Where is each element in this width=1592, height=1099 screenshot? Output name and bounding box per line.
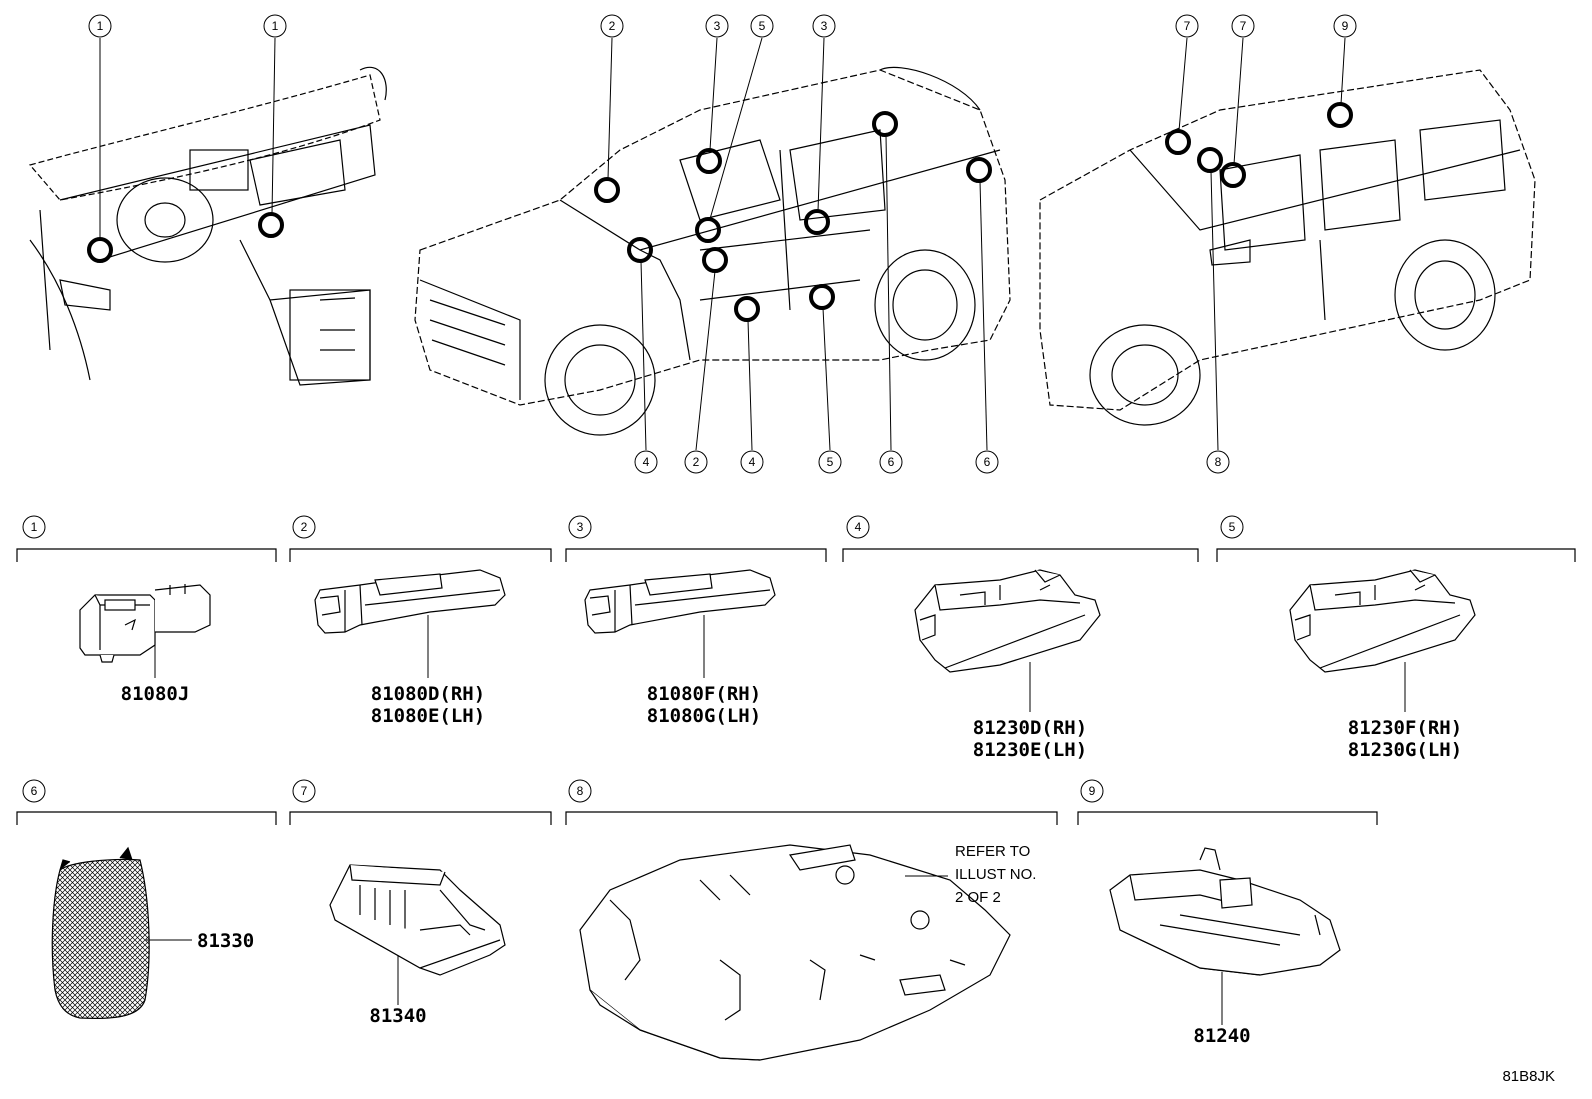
section-header-2: 2 bbox=[289, 515, 552, 562]
section-headers: 1 2 3 4 5 6 7 8 9 bbox=[16, 515, 1576, 825]
part-1-connector bbox=[79, 584, 211, 663]
overview-callout: 3 bbox=[812, 14, 836, 38]
location-markers bbox=[87, 102, 1353, 322]
part-4-courtesy-lamp bbox=[914, 569, 1101, 673]
overview-callout: 7 bbox=[1231, 14, 1255, 38]
section-number: 3 bbox=[577, 520, 584, 534]
overview-callout-number: 3 bbox=[821, 19, 828, 33]
overview-callout-number: 2 bbox=[693, 455, 700, 469]
overview-callout-number: 6 bbox=[984, 455, 991, 469]
overview-callout-number: 6 bbox=[888, 455, 895, 469]
overview-callout: 5 bbox=[750, 14, 774, 38]
refer-note-line: ILLUST NO. bbox=[955, 866, 1036, 883]
part-number-label: 81230F(RH) bbox=[1348, 717, 1462, 739]
overview-callout-number: 4 bbox=[749, 455, 756, 469]
overview-callout: 2 bbox=[600, 14, 624, 38]
part-number-label: 81230E(LH) bbox=[973, 739, 1087, 761]
refer-note-line: 2 OF 2 bbox=[955, 889, 1001, 906]
section-header-7: 7 bbox=[289, 779, 552, 825]
part-9-room-lamp bbox=[1109, 847, 1341, 976]
illustration-code: 81B8JK bbox=[1502, 1068, 1555, 1085]
section-header-9: 9 bbox=[1077, 779, 1378, 825]
section-number: 1 bbox=[31, 520, 38, 534]
overview-callout-number: 5 bbox=[827, 455, 834, 469]
overview-callouts: 1 1 2 3 5 3 4 2 4 5 6 6 7 7 9 8 bbox=[88, 14, 1357, 474]
leader-lines bbox=[99, 37, 1346, 451]
overview-callout-number: 1 bbox=[97, 19, 104, 33]
section-number: 2 bbox=[301, 520, 308, 534]
part-number-label: 81340 bbox=[369, 1005, 426, 1027]
part-number-label: 81080J bbox=[121, 683, 190, 705]
overview-callout: 4 bbox=[634, 450, 658, 474]
section-number: 4 bbox=[855, 520, 862, 534]
overview-callout: 9 bbox=[1333, 14, 1357, 38]
section-header-3: 3 bbox=[565, 515, 827, 562]
overview-callout: 1 bbox=[88, 14, 112, 38]
part-2-lamp bbox=[314, 569, 506, 634]
part-number-label: 81240 bbox=[1193, 1025, 1250, 1047]
overview-callout-number: 8 bbox=[1215, 455, 1222, 469]
section-number: 9 bbox=[1089, 784, 1096, 798]
part-number-label: 81080E(LH) bbox=[371, 705, 485, 727]
vehicle-front-illustration bbox=[414, 66, 1011, 436]
overview-callout: 1 bbox=[263, 14, 287, 38]
section-header-8: 8 bbox=[565, 779, 1058, 825]
overview-callout: 2 bbox=[684, 450, 708, 474]
section-header-6: 6 bbox=[16, 779, 277, 825]
overview-callout-number: 3 bbox=[714, 19, 721, 33]
overview-callout-number: 1 bbox=[272, 19, 279, 33]
part-3-lamp bbox=[584, 569, 776, 634]
section-header-5: 5 bbox=[1216, 515, 1576, 562]
part-number-label: 81080D(RH) bbox=[371, 683, 485, 705]
overview-callout: 4 bbox=[740, 450, 764, 474]
part-6-lens bbox=[51, 846, 150, 1020]
part-number-label: 81080F(RH) bbox=[647, 683, 761, 705]
overview-callout-number: 7 bbox=[1240, 19, 1247, 33]
overview-callout-number: 2 bbox=[609, 19, 616, 33]
overview-callout-number: 5 bbox=[759, 19, 766, 33]
refer-note-line: REFER TO bbox=[955, 843, 1030, 860]
part-5-courtesy-lamp bbox=[1289, 569, 1476, 673]
section-number: 5 bbox=[1229, 520, 1236, 534]
overview-callout-number: 4 bbox=[643, 455, 650, 469]
part-7-map-lamp bbox=[329, 864, 506, 976]
overview-callout: 8 bbox=[1206, 450, 1230, 474]
overview-callout: 6 bbox=[879, 450, 903, 474]
part-number-label: 81230G(LH) bbox=[1348, 739, 1462, 761]
part-number-label: 81230D(RH) bbox=[973, 717, 1087, 739]
section-header-4: 4 bbox=[842, 515, 1199, 562]
section-number: 6 bbox=[31, 784, 38, 798]
vehicle-rear-illustration bbox=[1039, 69, 1536, 426]
part-8-overhead-console bbox=[579, 844, 1011, 1061]
section-number: 7 bbox=[301, 784, 308, 798]
overview-callout: 5 bbox=[818, 450, 842, 474]
section-header-1: 1 bbox=[16, 515, 277, 562]
overview-callout: 6 bbox=[975, 450, 999, 474]
overview-callout: 3 bbox=[705, 14, 729, 38]
section-number: 8 bbox=[577, 784, 584, 798]
overview-callout: 7 bbox=[1175, 14, 1199, 38]
dashboard-illustration bbox=[28, 66, 387, 386]
overview-callout-number: 9 bbox=[1342, 19, 1349, 33]
part-number-label: 81330 bbox=[197, 930, 254, 952]
part-number-label: 81080G(LH) bbox=[647, 705, 761, 727]
overview-callout-number: 7 bbox=[1184, 19, 1191, 33]
